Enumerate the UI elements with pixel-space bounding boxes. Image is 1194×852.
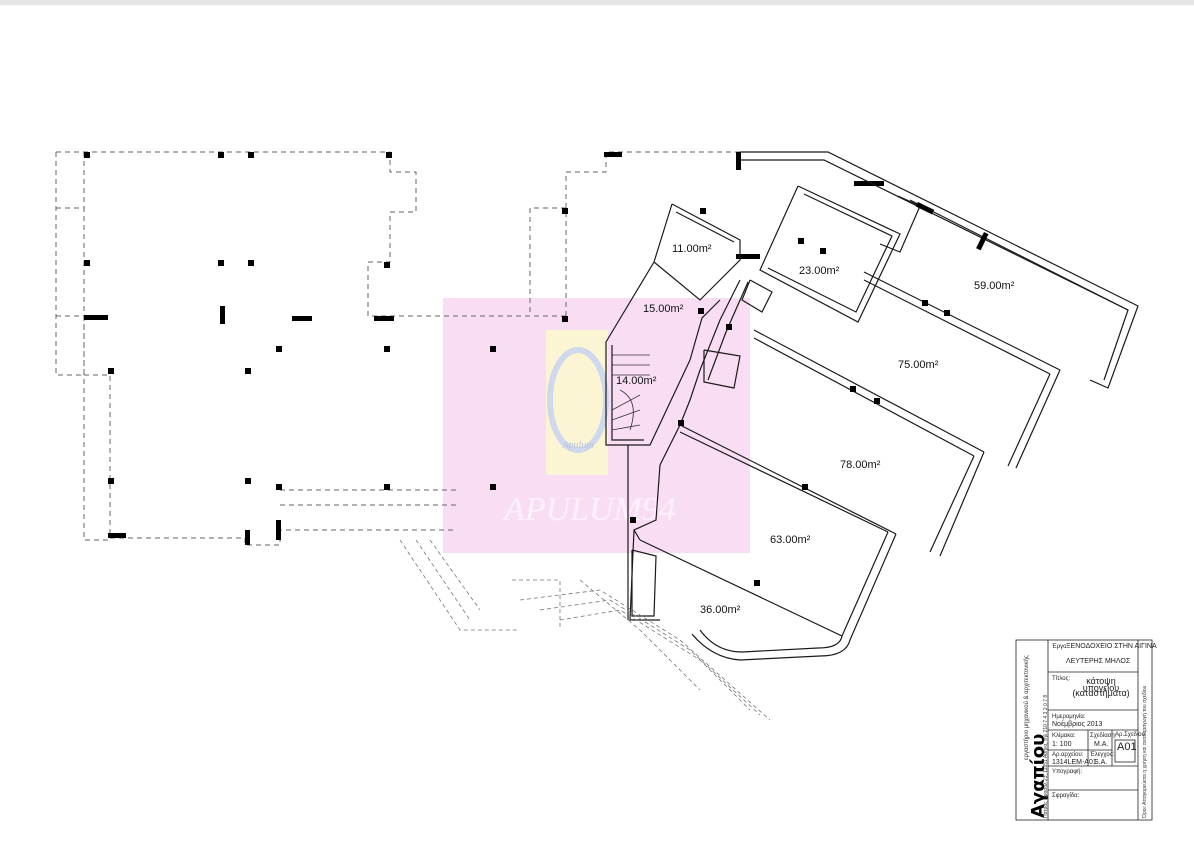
drawing-title-line1: κάτοψη υπογείου [1082,676,1120,693]
title-block-frame [1015,639,1153,821]
top-bar [0,0,1194,5]
room-label-23: 23.00m² [799,265,840,277]
room-label-14: 14.00m² [616,375,657,387]
wall-thick-marks [630,202,989,586]
design-label: Σχεδίαση: [1090,733,1117,739]
room-label-11: 11.00m² [672,243,712,255]
exterior-dashed-ramps [399,539,771,721]
sign-label: Υπογραφή: [1052,769,1083,775]
drawing-no-label: Αρ.Σχεδίου: [1115,732,1147,738]
watermark-logo-text: Apulum [561,440,593,451]
drawing-no-value: Α01 [1117,741,1137,753]
check-value: S.A. [1094,759,1108,766]
check-label: Έλεγχος: [1090,752,1115,758]
drawing-title-line2: (καταστήματα) [1072,688,1130,698]
file-label: Αρ.αρχείου: [1052,752,1084,758]
room-label-15: 15.00m² [643,303,684,315]
title-label: Τίτλος: [1052,676,1071,682]
watermark-text: APULUM94 [502,491,676,528]
client-name: ΛΕΥΤΕΡΗΣ ΜΗΛΟΣ [1066,658,1131,665]
building-walls [605,151,1139,661]
scale-value: 1: 100 [1052,741,1072,748]
structural-columns [84,152,884,545]
project-label: Έργο: [1052,644,1069,650]
terms-vertical-text: Όροι: Απαγορεύεται η χρήση και αναπαραγω… [1142,685,1148,818]
watermark: APULUM94 Apulum [443,298,750,553]
address-vertical-text: Πάτρας Ιεροσολ 23, 11851 Αθήνα, τηλ 210 … [1043,694,1049,818]
design-value: Μ.Α. [1094,741,1109,748]
room-labels: 11.00m² 23.00m² 59.00m² 15.00m² 75.00m² … [616,243,1015,616]
date-value: Νοέμβριος 2013 [1052,721,1103,728]
project-name: ΞΕΝΟΔΟΧΕΙΟ ΣΤΗΝ ΑΙΓΙΝΑ [1066,643,1157,650]
date-label: Ημερομηνία: [1052,714,1086,720]
room-label-78: 78.00m² [840,459,881,471]
room-label-63: 63.00m² [770,534,811,546]
file-value: 1314LEM-A01 [1052,759,1097,766]
room-label-36: 36.00m² [700,604,741,616]
stamp-label: Σφραγίδα: [1052,793,1080,799]
room-label-75: 75.00m² [898,359,939,371]
room-label-59: 59.00m² [974,280,1015,292]
staircase [611,354,650,431]
scale-label: Κλίμακα: [1052,733,1076,739]
